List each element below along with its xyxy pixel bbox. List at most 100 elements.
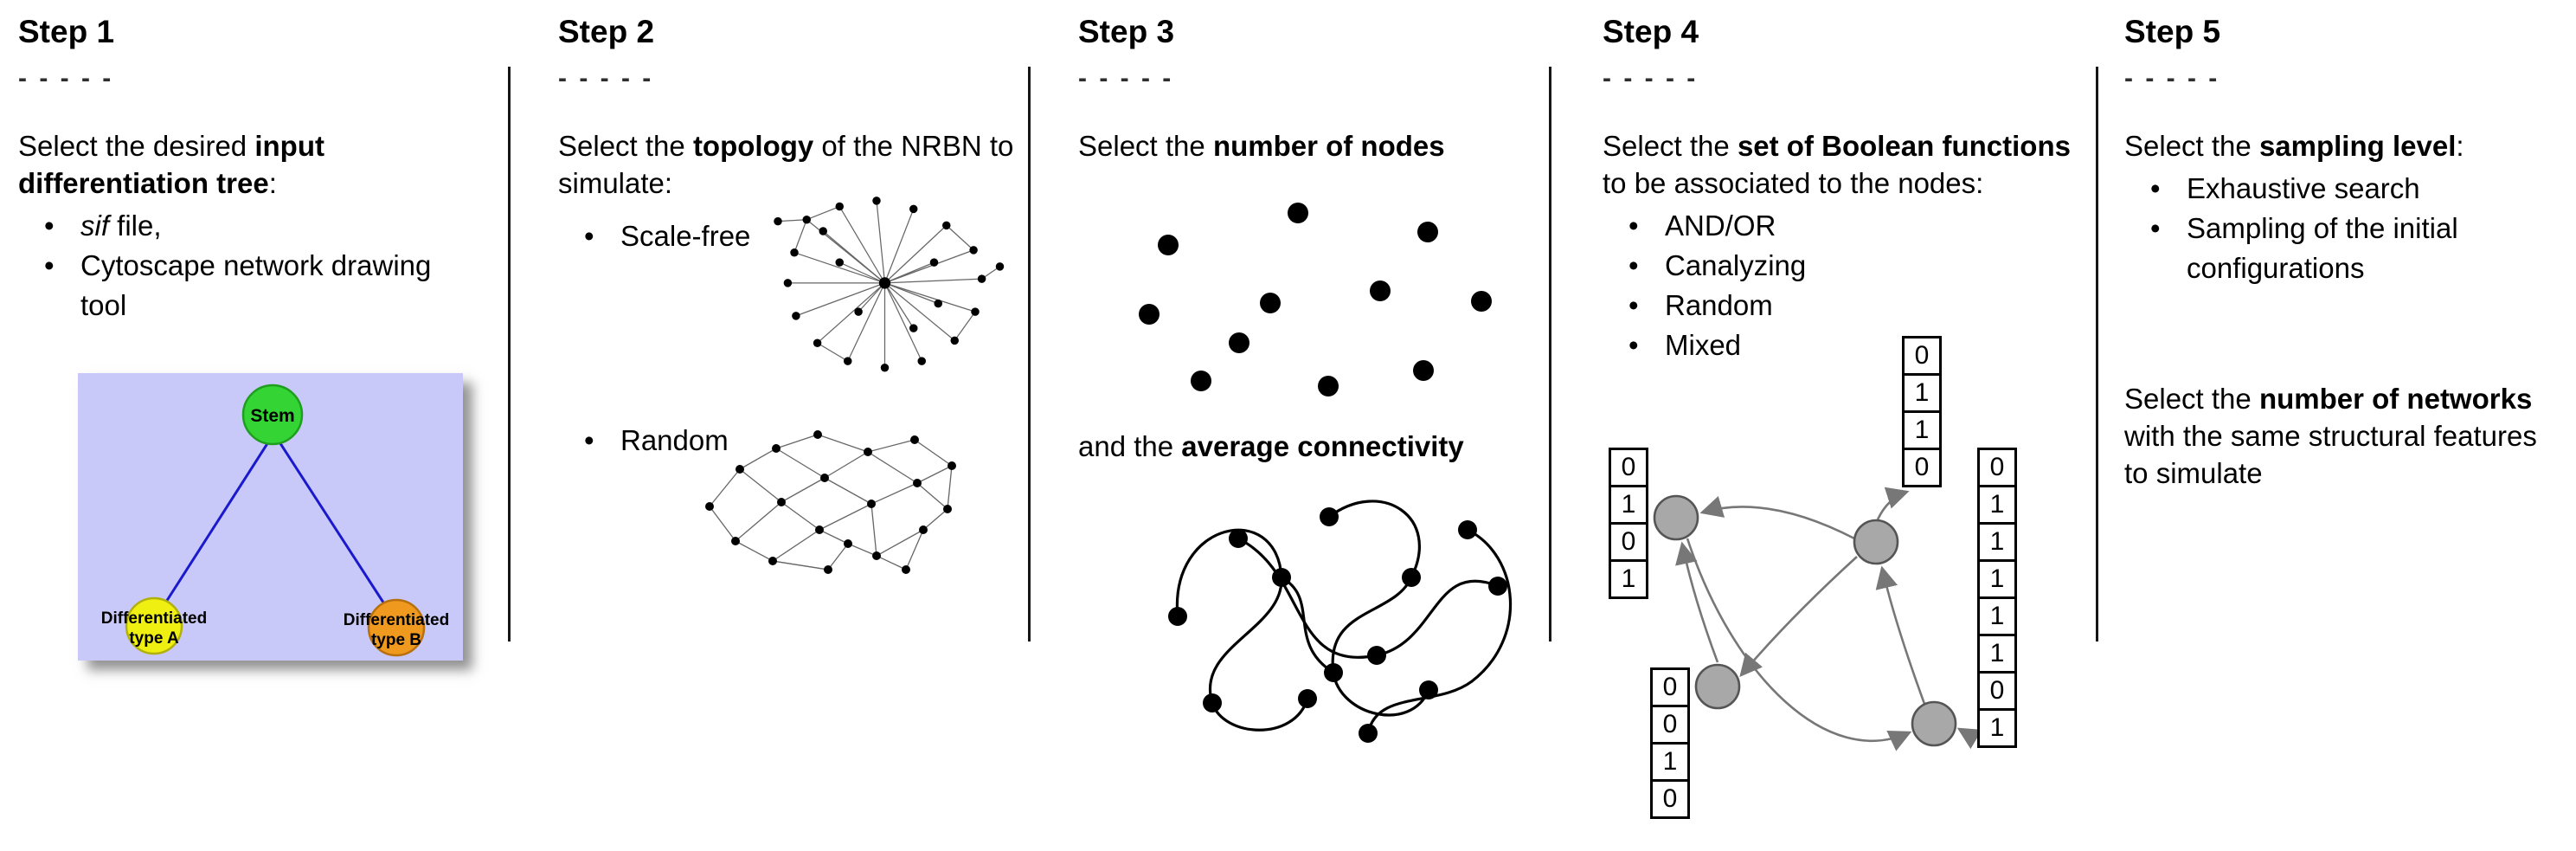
step-5-bullets: Exhaustive search Sampling of the initia… bbox=[2124, 169, 2561, 289]
truth-table-bottom: 0 0 1 0 bbox=[1650, 667, 1690, 819]
step-3-column: Step 3 - - - - - Select the number of no… bbox=[1078, 0, 1541, 743]
step-3-title: Step 3 bbox=[1078, 14, 1175, 49]
type-a-node: Differentiated type A bbox=[101, 596, 207, 655]
step-4-intro: Select the set of Boolean functions to b… bbox=[1603, 128, 2074, 203]
column-divider-4 bbox=[2096, 67, 2098, 641]
step-2-intro-pre: Select the bbox=[558, 130, 693, 162]
cytoscape-label: Cytoscape network drawing tool bbox=[80, 248, 432, 322]
truth-table-cell: 0 bbox=[1650, 667, 1690, 707]
step-2-column: Step 2 - - - - - Select the topology of … bbox=[558, 0, 1017, 574]
step-4-column: Step 4 - - - - - Select the set of Boole… bbox=[1603, 0, 2074, 851]
step-4-bullets: AND/OR Canalyzing Random Mixed bbox=[1603, 206, 2074, 366]
step-1-dashes: - - - - - bbox=[18, 64, 114, 93]
boolean-network-diagram bbox=[1653, 487, 1982, 751]
truth-table-cell: 0 bbox=[1609, 522, 1648, 562]
truth-table-cell: 1 bbox=[1977, 596, 2017, 636]
truth-table-cell: 0 bbox=[1902, 448, 1942, 487]
bullet-scale-free: Scale-free bbox=[558, 218, 750, 255]
step-5-intro-post: : bbox=[2456, 130, 2464, 162]
step-1-title: Step 1 bbox=[18, 14, 115, 49]
truth-table-cell: 0 bbox=[1902, 336, 1942, 376]
step-3-second-pre: and the bbox=[1078, 430, 1182, 462]
step-3-intro-bold: number of nodes bbox=[1212, 130, 1445, 162]
step-1-column: Step 1 - - - - - Select the desired inpu… bbox=[18, 0, 472, 661]
type-b-label-line2: type B bbox=[371, 631, 421, 649]
step-5-second: Select the number of networks with the s… bbox=[2124, 381, 2557, 493]
step-5-intro-pre: Select the bbox=[2124, 130, 2259, 162]
step-5-intro: Select the sampling level: bbox=[2124, 128, 2561, 165]
truth-table-top: 0 1 1 0 bbox=[1902, 336, 1942, 487]
column-divider-3 bbox=[1549, 67, 1551, 641]
step-4-intro-post: to be associated to the nodes: bbox=[1603, 166, 1984, 199]
sampling-label: Sampling of the initial configurations bbox=[2187, 212, 2458, 285]
truth-table-cell: 0 bbox=[1650, 705, 1690, 745]
step-3-second-bold: average connectivity bbox=[1181, 430, 1464, 462]
tangled-nodes bbox=[1168, 507, 1507, 743]
step-2-title: Step 2 bbox=[558, 14, 655, 49]
step-5-dashes: - - - - - bbox=[2124, 64, 2220, 93]
type-a-label-line2: type A bbox=[129, 629, 179, 648]
scale-free-network-image bbox=[774, 197, 1005, 372]
bullet-sif-file: sif file, bbox=[18, 206, 472, 246]
step-2-intro-bold: topology bbox=[692, 130, 814, 162]
truth-table-cell: 1 bbox=[1977, 522, 2017, 562]
random-label: Random bbox=[620, 424, 729, 456]
bullet-random-fn: Random bbox=[1603, 286, 2074, 326]
bullet-and-or: AND/OR bbox=[1603, 206, 2074, 246]
truth-table-cell: 0 bbox=[1977, 448, 2017, 487]
random-fn-label: Random bbox=[1665, 289, 1773, 322]
step-4-intro-bold: set of Boolean functions bbox=[1737, 130, 2071, 162]
connectivity-network-image bbox=[1168, 500, 1512, 743]
dots bbox=[1139, 203, 1492, 396]
bullet-sampling: Sampling of the initial configurations bbox=[2124, 209, 2561, 288]
step-5-second-pre: Select the bbox=[2124, 383, 2259, 415]
type-a-label-line1: Differentiated bbox=[101, 609, 207, 628]
step-5-intro-bold: sampling level bbox=[2258, 130, 2457, 162]
step-3-dashes: - - - - - bbox=[1078, 64, 1174, 93]
tangled-edges bbox=[1175, 500, 1512, 734]
scale-free-edges bbox=[777, 200, 1000, 368]
truth-table-cell: 1 bbox=[1977, 634, 2017, 674]
bullet-random: Random bbox=[558, 422, 729, 460]
step-3-second: and the average connectivity bbox=[1078, 429, 1464, 466]
type-b-node: Differentiated type B bbox=[344, 598, 449, 657]
sif-italic: sif bbox=[80, 209, 109, 242]
type-b-label-line1: Differentiated bbox=[344, 611, 449, 629]
column-divider-2 bbox=[1028, 67, 1031, 641]
bullet-canalyzing: Canalyzing bbox=[1603, 246, 2074, 286]
step-5-title: Step 5 bbox=[2124, 14, 2221, 49]
truth-table-cell: 0 bbox=[1650, 779, 1690, 819]
tree-edge-b bbox=[273, 435, 398, 623]
sif-rest: file, bbox=[109, 209, 162, 242]
exhaustive-label: Exhaustive search bbox=[2187, 171, 2420, 204]
bullet-exhaustive: Exhaustive search bbox=[2124, 169, 2561, 209]
truth-table-cell: 1 bbox=[1977, 708, 2017, 748]
step-1-intro-pre: Select the desired bbox=[18, 130, 255, 162]
truth-table-cell: 1 bbox=[1902, 373, 1942, 413]
step-4-dashes: - - - - - bbox=[1603, 64, 1699, 93]
truth-table-cell: 1 bbox=[1977, 485, 2017, 525]
random-network-image bbox=[705, 430, 956, 574]
scale-free-nodes bbox=[774, 197, 1005, 372]
bullet-cytoscape: Cytoscape network drawing tool bbox=[18, 246, 472, 326]
boolean-nodes bbox=[1653, 494, 1957, 747]
truth-table-cell: 1 bbox=[1902, 410, 1942, 450]
step-2-intro: Select the topology of the NRBN to simul… bbox=[558, 128, 1017, 203]
truth-table-cell: 0 bbox=[1977, 671, 2017, 711]
random-nodes bbox=[705, 430, 956, 574]
step-4-title: Step 4 bbox=[1603, 14, 1699, 49]
step-1-intro: Select the desired input differentiation… bbox=[18, 128, 472, 203]
random-edges bbox=[709, 434, 953, 571]
step-1-intro-bold: input differentiation tree bbox=[18, 130, 324, 199]
step-5-column: Step 5 - - - - - Select the sampling lev… bbox=[2124, 0, 2561, 489]
step-1-intro-post: : bbox=[268, 166, 277, 199]
differentiation-tree-svg: Stem Differentiated type A Differentiate… bbox=[101, 384, 449, 657]
step-2-dashes: - - - - - bbox=[558, 64, 654, 93]
step-1-bullets: sif file, Cytoscape network drawing tool bbox=[18, 206, 472, 326]
stem-node: Stem bbox=[241, 384, 304, 446]
column-divider-1 bbox=[508, 67, 511, 641]
differentiation-tree-image: Stem Differentiated type A Differentiate… bbox=[78, 373, 463, 661]
step-4-intro-pre: Select the bbox=[1603, 130, 1738, 162]
step-5-second-bold: number of networks bbox=[2258, 383, 2533, 415]
